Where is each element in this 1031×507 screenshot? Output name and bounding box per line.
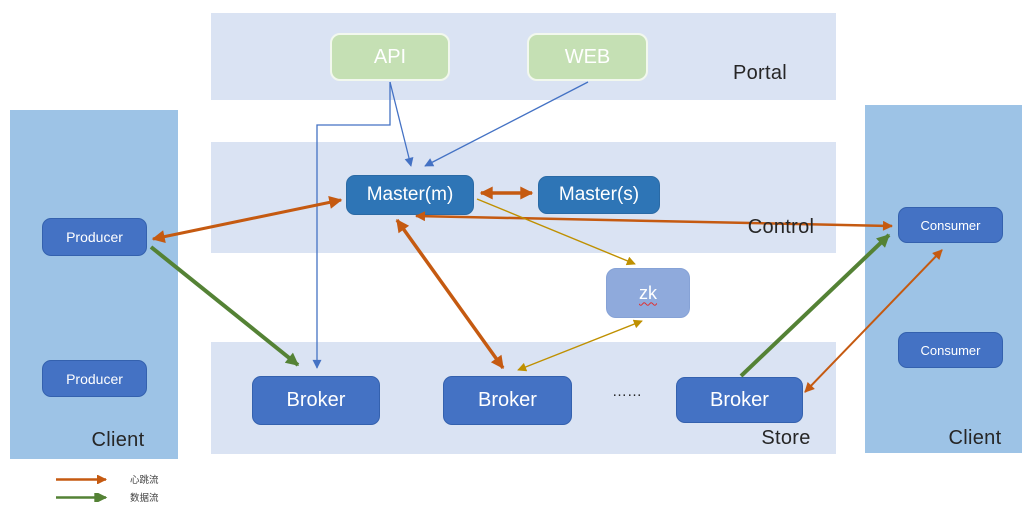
master-m-node-label: Master(m) xyxy=(366,184,454,205)
api-node-label: API xyxy=(373,45,407,68)
consumer-2-node-label: Consumer xyxy=(920,342,981,358)
legend-data-label: 数据流 xyxy=(130,493,159,504)
broker-3-node-label: Broker xyxy=(710,388,769,411)
consumer-1-node-label: Consumer xyxy=(920,217,981,233)
store-band-label: Store xyxy=(761,427,811,449)
right-client-panel xyxy=(865,105,1022,453)
web-node-label: WEB xyxy=(564,45,611,68)
api-node: API xyxy=(330,33,450,81)
broker-2-node-label: Broker xyxy=(478,389,537,411)
legend-heartbeat: 心跳流 xyxy=(55,472,159,486)
consumer-1-node: Consumer xyxy=(898,207,1003,243)
left-client-label: Client xyxy=(91,429,145,451)
broker-1-node: Broker xyxy=(252,376,380,425)
right-client-label: Client xyxy=(948,427,1002,449)
broker-2-node: Broker xyxy=(443,376,572,425)
web-node: WEB xyxy=(527,33,648,81)
left-client-panel xyxy=(10,110,178,459)
consumer-2-node: Consumer xyxy=(898,332,1003,368)
producer-2-node: Producer xyxy=(42,360,147,397)
data-arrow-icon xyxy=(56,492,108,502)
control-band-label: Control xyxy=(747,216,815,238)
zk-node-label: zk xyxy=(639,282,657,303)
broker-3-node: Broker xyxy=(676,377,803,423)
legend-heartbeat-label: 心跳流 xyxy=(130,475,159,486)
legend-data: 数据流 xyxy=(55,490,159,504)
master-s-node-label: Master(s) xyxy=(558,184,640,205)
broker-1-node-label: Broker xyxy=(286,389,346,411)
master-s-node: Master(s) xyxy=(538,176,660,214)
producer-1-node: Producer xyxy=(42,218,147,256)
producer-2-node-label: Producer xyxy=(66,370,123,387)
portal-band-label: Portal xyxy=(732,62,788,84)
broker-ellipsis: …… xyxy=(612,383,642,400)
zk-node: zk xyxy=(606,268,690,318)
portal-band xyxy=(211,13,836,100)
heartbeat-arrow-icon xyxy=(56,474,107,484)
producer-1-node-label: Producer xyxy=(66,229,123,245)
master-m-node: Master(m) xyxy=(346,175,474,215)
